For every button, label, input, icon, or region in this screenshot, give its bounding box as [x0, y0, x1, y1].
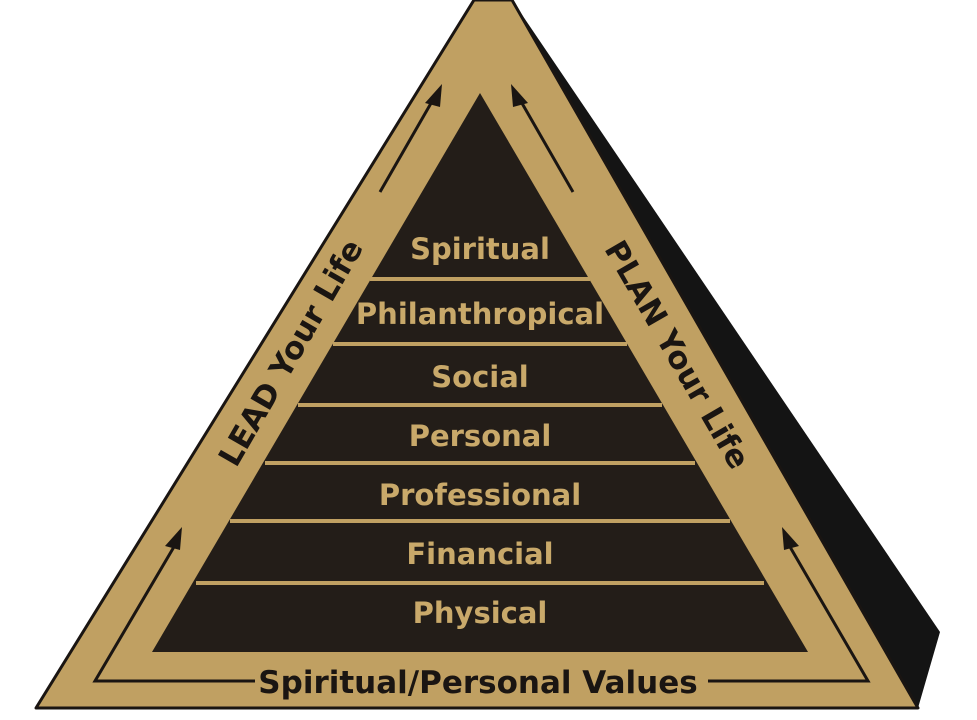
base-line-left: [92, 539, 255, 683]
apex-arrow-right-line: [517, 97, 575, 193]
apex-arrows: [378, 97, 575, 193]
level-label-social: Social: [431, 360, 528, 394]
arrow-heads: [165, 527, 799, 550]
base-arrow-lines: [92, 539, 871, 683]
level-labels: Spiritual Philanthropical Social Persona…: [356, 232, 604, 630]
arrow-up-right-icon: [782, 527, 799, 550]
level-label-financial: Financial: [406, 537, 553, 571]
level-label-philanthropical: Philanthropical: [356, 297, 604, 331]
arrow-up-left-icon: [425, 84, 442, 107]
arrow-up-right-icon: [511, 84, 528, 107]
level-label-physical: Physical: [413, 596, 548, 630]
level-label-personal: Personal: [409, 419, 552, 453]
level-label-professional: Professional: [379, 478, 581, 512]
base-label: Spiritual/Personal Values: [258, 665, 697, 701]
apex-arrow-heads: [425, 84, 528, 107]
apex-arrow-left-line: [378, 97, 436, 193]
base-line-right: [708, 539, 871, 683]
inner-triangle: [152, 93, 808, 652]
level-dividers: [196, 277, 764, 585]
level-label-spiritual: Spiritual: [410, 232, 550, 266]
arrow-up-left-icon: [165, 527, 182, 550]
